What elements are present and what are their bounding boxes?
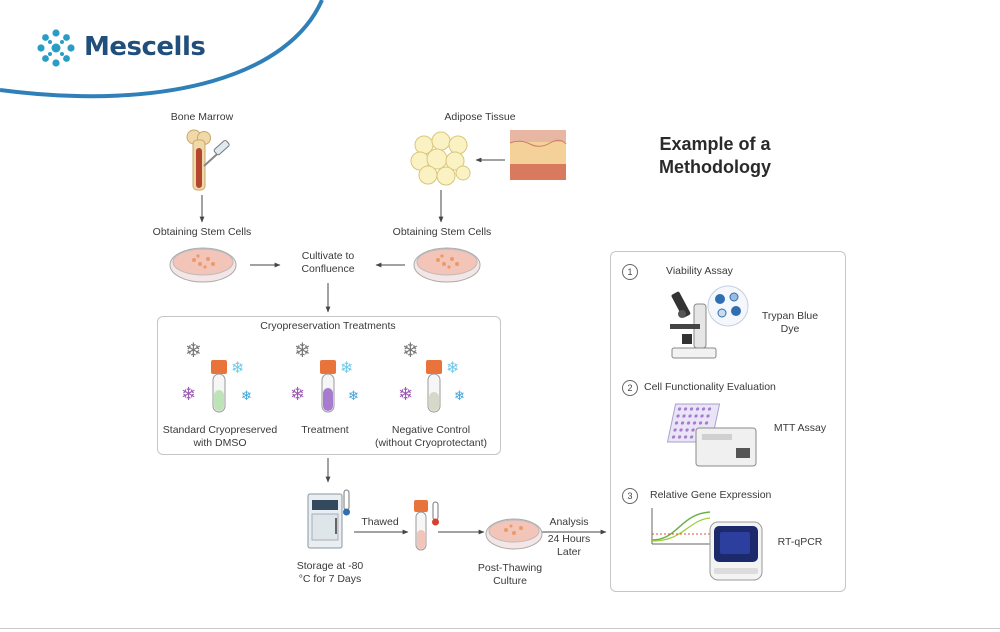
storage-line-2: °C for 7 Days <box>298 573 362 585</box>
cultivate-label: Cultivate to Confluence <box>280 250 376 276</box>
cryo-item-negative: ❄ ❄ ❄ ❄ <box>392 336 482 416</box>
analysis-line-3: Later <box>557 546 581 558</box>
post-thawing-line-1: Post-Thawing <box>477 562 543 574</box>
adipose-cells-icon <box>410 131 471 186</box>
snowflake-icon: ❄ <box>454 388 465 403</box>
section-1-method-line-2: Dye <box>780 323 800 335</box>
microscope-icon <box>670 291 717 359</box>
adipose-tissue-label: Adipose Tissue <box>444 111 516 123</box>
footer-divider <box>0 628 1000 629</box>
section-3-number: 3 <box>622 488 638 504</box>
analysis-label: Analysis 24 Hours Later <box>538 516 600 559</box>
cryovial-icon <box>211 360 227 413</box>
cryo-negative-line-2: (without Cryoprotectant) <box>374 437 488 449</box>
section-1-title: Viability Assay <box>666 265 733 277</box>
storage-label: Storage at -80 °C for 7 Days <box>280 560 380 586</box>
thawed-vial-icon <box>414 500 439 551</box>
section-2-number: 2 <box>622 380 638 396</box>
section-2-title: Cell Functionality Evaluation <box>644 381 776 393</box>
thawed-label: Thawed <box>361 516 399 528</box>
bone-marrow-icon <box>186 129 230 191</box>
section-1-number: 1 <box>622 264 638 280</box>
tissue-section-icon <box>509 130 567 180</box>
cryo-item-treatment-label: Treatment <box>275 424 375 437</box>
snowflake-icon: ❄ <box>241 388 252 403</box>
cryo-treatment-line-1: Treatment <box>301 424 349 436</box>
post-thawing-line-2: Culture <box>493 575 527 587</box>
section-1-method: Trypan Blue Dye <box>752 310 828 336</box>
snowflake-icon: ❄ <box>294 340 311 362</box>
diagram-title: Example of a Methodology <box>630 133 800 179</box>
cryo-item-treatment: ❄ ❄ ❄ ❄ <box>284 336 374 416</box>
qpcr-machine-icon <box>709 521 763 581</box>
bone-marrow-label: Bone Marrow <box>170 111 234 123</box>
title-line-2: Methodology <box>659 157 771 177</box>
brand-name: Mescells <box>84 32 206 62</box>
cryo-item-negative-label: Negative Control (without Cryoprotectant… <box>366 424 496 450</box>
obtaining-stem-cells-right: Obtaining Stem Cells <box>392 226 492 238</box>
cryo-item-standard-label: Standard Cryopreserved with DMSO <box>155 424 285 450</box>
section-2-method: MTT Assay <box>773 422 827 434</box>
cryo-standard-line-1: Standard Cryopreserved <box>162 424 278 436</box>
section-3-title: Relative Gene Expression <box>650 489 772 501</box>
title-line-1: Example of a <box>659 134 771 154</box>
petri-dish-right <box>413 247 481 283</box>
header-swoosh <box>0 0 324 99</box>
cryo-header: Cryopreservation Treatments <box>260 320 396 332</box>
cultivate-line-2: Confluence <box>301 263 355 275</box>
snowflake-icon: ❄ <box>398 384 414 404</box>
snowflake-icon: ❄ <box>231 360 245 377</box>
storage-line-1: Storage at -80 <box>296 560 364 572</box>
cryovial-icon <box>320 360 336 413</box>
snowflake-icon: ❄ <box>340 360 354 377</box>
cultivate-line-1: Cultivate to <box>301 250 355 262</box>
snowflake-icon: ❄ <box>185 340 202 362</box>
analysis-line-2: 24 Hours <box>547 533 591 545</box>
petri-dish-post-thaw <box>485 518 543 550</box>
amplification-curve-icon <box>651 508 712 545</box>
freezer-icon <box>307 489 350 549</box>
snowflake-icon: ❄ <box>402 340 419 362</box>
section-3-method: RT-qPCR <box>777 536 823 548</box>
plate-reader-icon <box>666 403 757 467</box>
cryovial-icon <box>426 360 442 413</box>
post-thawing-label: Post-Thawing Culture <box>460 562 560 588</box>
mescells-logo-icon <box>37 29 75 67</box>
section-1-method-line-1: Trypan Blue <box>761 310 819 322</box>
obtaining-stem-cells-left: Obtaining Stem Cells <box>152 226 252 238</box>
snowflake-icon: ❄ <box>290 384 306 404</box>
cryo-negative-line-1: Negative Control <box>391 424 471 436</box>
analysis-line-1: Analysis <box>549 516 589 528</box>
cryo-item-standard: ❄ ❄ ❄ ❄ <box>175 336 265 416</box>
petri-dish-left <box>169 247 237 283</box>
snowflake-icon: ❄ <box>348 388 359 403</box>
snowflake-icon: ❄ <box>446 360 460 377</box>
snowflake-icon: ❄ <box>181 384 197 404</box>
cryo-standard-line-2: with DMSO <box>193 437 247 449</box>
trypan-blue-cells-icon <box>707 285 749 327</box>
